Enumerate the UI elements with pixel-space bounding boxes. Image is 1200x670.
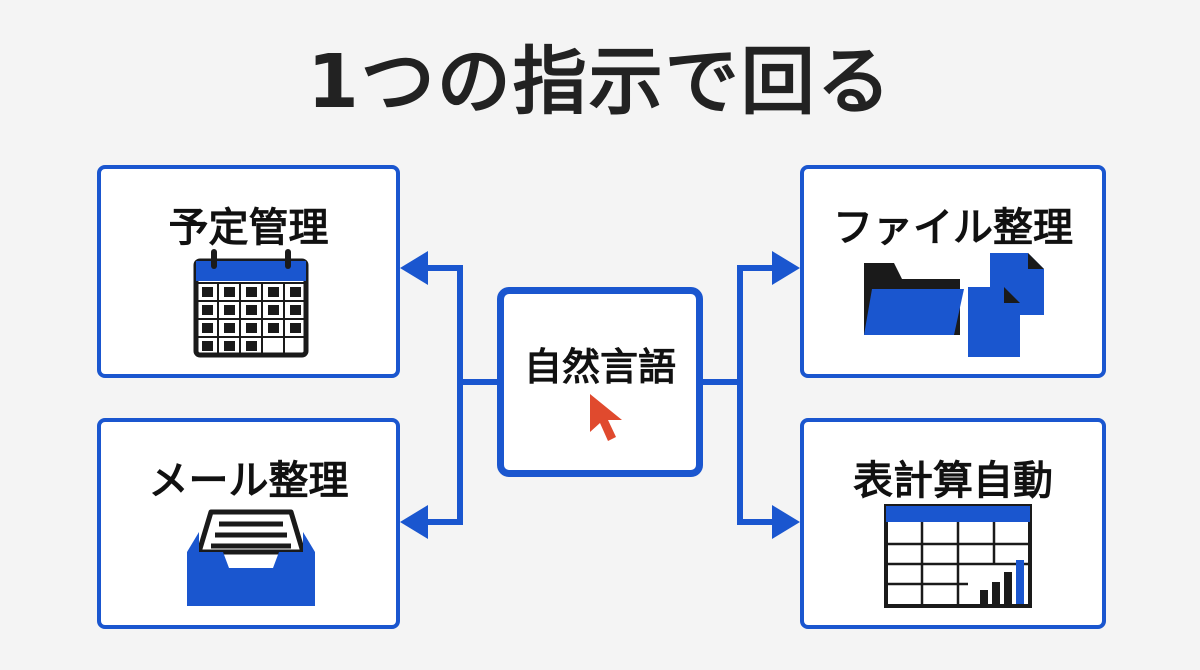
arrow-to-files [772,251,800,285]
calendar-icon [193,249,309,358]
page-title: 1つの指示で回る [307,39,893,125]
arrow-to-mail [400,505,428,539]
arrow-to-schedule [400,251,428,285]
cursor-icon [590,394,622,441]
files-label: ファイル整理 [833,205,1073,251]
arrow-to-spreadsheet [772,505,800,539]
natural-language-box: 自然言語 [497,287,703,477]
spreadsheet-chart-icon [884,504,1032,608]
spreadsheet-label: 表計算自動 [853,458,1053,504]
folder-files-icon [864,253,1044,357]
natural-language-label: 自然言語 [523,345,676,389]
spreadsheet-box: 表計算自動 [800,418,1106,629]
files-box: ファイル整理 [800,165,1106,378]
mail-label: メール整理 [148,458,349,504]
mail-box: メール整理 [97,418,400,629]
schedule-label: 予定管理 [168,205,329,251]
inbox-tray-icon [187,509,315,606]
schedule-box: 予定管理 [97,165,400,378]
